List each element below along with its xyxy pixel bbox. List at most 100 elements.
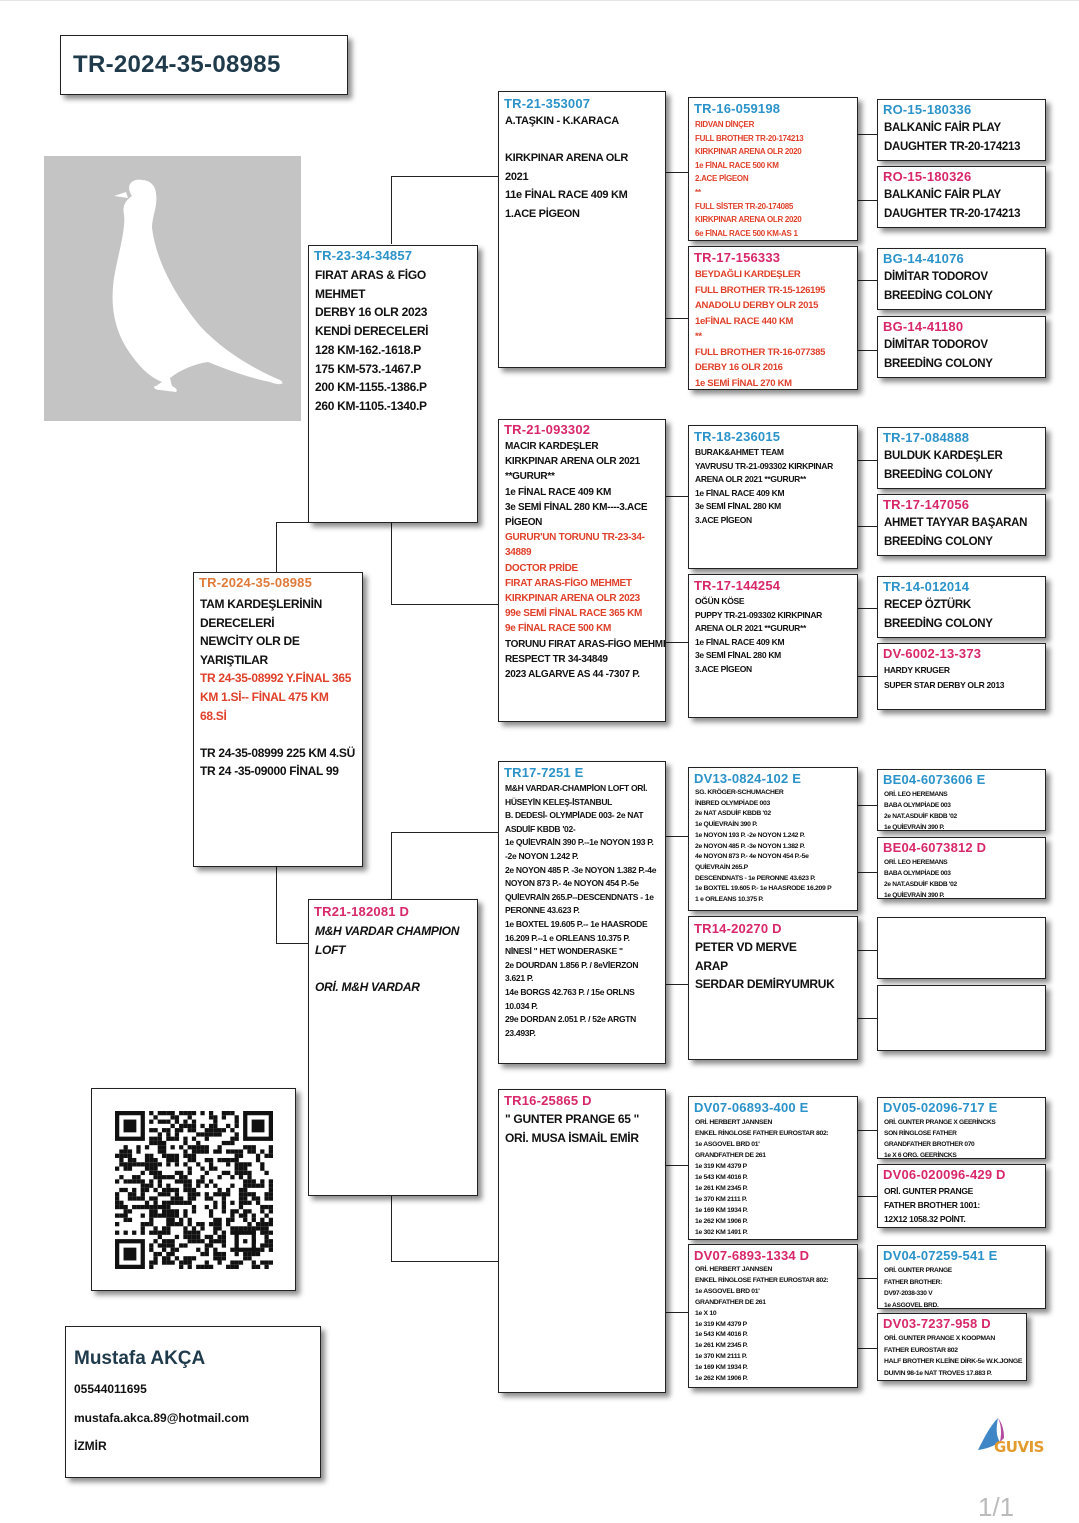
info-line: 3.ACE PİGEON	[695, 514, 752, 525]
info-line: 200 KM-1155.-1386.P	[315, 380, 427, 395]
connector-line	[276, 522, 310, 523]
info-line: 260 KM-1105.-1340.P	[315, 398, 427, 413]
info-line: 1e 319 KM 4379 P	[695, 1163, 747, 1170]
info-line: **GURUR**	[505, 471, 555, 483]
info-line: 3.ACE PİGEON	[695, 663, 752, 674]
info-line: ORİ. LEO HEREMANS	[884, 859, 948, 866]
info-line	[200, 725, 356, 744]
ring-number: TR16-25865 D	[504, 1093, 592, 1108]
info-line: BABA OLYMPİADE 003	[884, 802, 951, 809]
info-line: LOFT	[315, 942, 346, 957]
connector-line	[857, 872, 877, 873]
ring-number: TR14-20270 D	[694, 921, 782, 936]
ring-number: TR-17-144254	[694, 578, 781, 593]
info-line: 1e ASGOVEL BRD 01'	[695, 1141, 760, 1148]
info-line: 2e NAT.ASDUİF KBDB '02	[884, 813, 957, 820]
ring-number: RO-15-180326	[883, 169, 972, 184]
info-line: 175 KM-573.-1467.P	[315, 361, 421, 376]
info-line: YARIŞTILAR	[200, 652, 268, 667]
info-line: TORUNU FIRAT ARAS-FİGO MEHMET	[505, 638, 666, 650]
owner-phone: 05544011695	[74, 1382, 147, 1396]
info-lines: A.TAŞKIN - K.KARACA KIRKPINAR ARENA OLR 2…	[499, 112, 665, 224]
info-line: A.TAŞKIN - K.KARACA	[505, 115, 619, 127]
dam-sire-box: TR17-7251 E M&H VARDAR-CHAMPİON LOFT ORİ…	[498, 761, 666, 1064]
info-line: 1e QUİEVRAİN 390 P.--1e NOYON 193 P.	[505, 837, 654, 848]
info-line: TAM KARDEŞLERİNİN	[200, 597, 323, 611]
info-line: FIRAT ARAS-FİGO MEHMET	[505, 577, 632, 589]
info-line: HÜSEYİN KELEŞ-İSTANBUL	[505, 796, 613, 807]
info-line: ORİ. HERBERT JANNSEN	[695, 1119, 773, 1126]
info-line: KIRKPINAR ARENA OLR 2020	[695, 215, 802, 225]
info-line: ARENA OLR 2021 **GURUR**	[695, 623, 807, 634]
connector-line	[857, 1348, 877, 1349]
ring-number: DV06-020096-429 D	[883, 1167, 1006, 1182]
info-line: ORİ. GUNTER PRANGE	[884, 1186, 974, 1196]
info-line: -2e NOYON 1.242 P.	[505, 850, 579, 861]
info-line: 1e BOXTEL 19.605 P.- 1e HAASRODE 16.209 …	[695, 885, 832, 893]
connector-line	[857, 350, 877, 351]
ring-number: DV07-06893-400 E	[694, 1100, 809, 1115]
pigeon-silhouette-icon	[112, 179, 283, 392]
info-line: B. DEDESİ- OLYMPİADE 003- 2e NAT	[505, 810, 644, 821]
info-line: **	[695, 331, 702, 342]
info-line: RECEP ÖZTÜRK	[884, 599, 971, 611]
info-line: KENDİ DERECELERİ	[315, 324, 429, 339]
ring-number	[879, 919, 887, 920]
info-line: 1e 543 KM 4016 P.	[695, 1331, 748, 1339]
info-line: 1e QUİEVRAİN 390 P.	[695, 821, 758, 829]
info-line: SUPER STAR DERBY OLR 2013	[884, 679, 1005, 690]
connector-line	[666, 1165, 688, 1166]
info-line: 1 e ORLEANS 10.375 P.	[695, 896, 764, 904]
ring-number: BE04-6073606 E	[883, 772, 986, 787]
pigeon-photo	[44, 156, 301, 421]
connector-line	[391, 1195, 392, 1262]
info-line: 1e FİNAL RACE 409 KM	[695, 487, 785, 498]
info-line: KIRKPINAR ARENA OLR	[505, 152, 629, 165]
gen4-box-12	[877, 985, 1046, 1051]
info-line: 29e DORDAN 2.051 P. / 52e ARGTN	[505, 1014, 637, 1025]
info-line: M&H VARDAR-CHAMPİON LOFT ORİ.	[505, 783, 648, 793]
info-line: 14e BORGS 42.763 P. / 15e ORLNS	[505, 986, 635, 997]
info-line: 1e 261 KM 2345 P.	[695, 1185, 748, 1192]
info-line: NOYON 873 P.- 4e NOYON 454 P.-5e	[505, 878, 639, 889]
connector-line	[666, 318, 688, 319]
info-line: BALKANİC FAİR PLAY	[884, 189, 1001, 201]
info-line: 2021	[505, 170, 529, 183]
info-line: 1e ASGOVEL BRD 01'	[695, 1287, 760, 1295]
info-line: DERECELERİ	[200, 615, 275, 630]
info-line: 1e NOYON 193 P. -2e NOYON 1.242 P.	[695, 831, 805, 839]
connector-line	[857, 608, 877, 609]
info-line: 34889	[505, 547, 532, 559]
info-line: 1e SEMİ FİNAL 270 KM	[695, 377, 792, 389]
info-line: 2e NAT ASDUİF KBDB '02	[695, 810, 771, 818]
info-line: 6e FİNAL RACE 500 KM-AS 1	[695, 228, 798, 238]
ring-number	[879, 987, 887, 988]
connector-line	[391, 176, 392, 244]
info-line: PERONNE 43.623 P.	[505, 905, 580, 916]
info-line: 1e X 10	[695, 1309, 717, 1317]
info-line: FATHER BROTHER:	[884, 1278, 943, 1286]
info-line: 1e ASGOVEL BRD.	[884, 1301, 939, 1309]
info-line: " GUNTER PRANGE 65 "	[505, 1112, 640, 1126]
connector-line	[857, 134, 877, 135]
info-line: 2e DOURDAN 1.856 P. / 8eVİERZON	[505, 959, 639, 970]
info-line: 99e SEMİ FİNAL RACE 365 KM	[505, 608, 643, 620]
info-line: 1e 262 KM 1906 P.	[695, 1375, 748, 1383]
info-line: KM 1.Sİ-- FİNAL 475 KM	[200, 689, 329, 704]
